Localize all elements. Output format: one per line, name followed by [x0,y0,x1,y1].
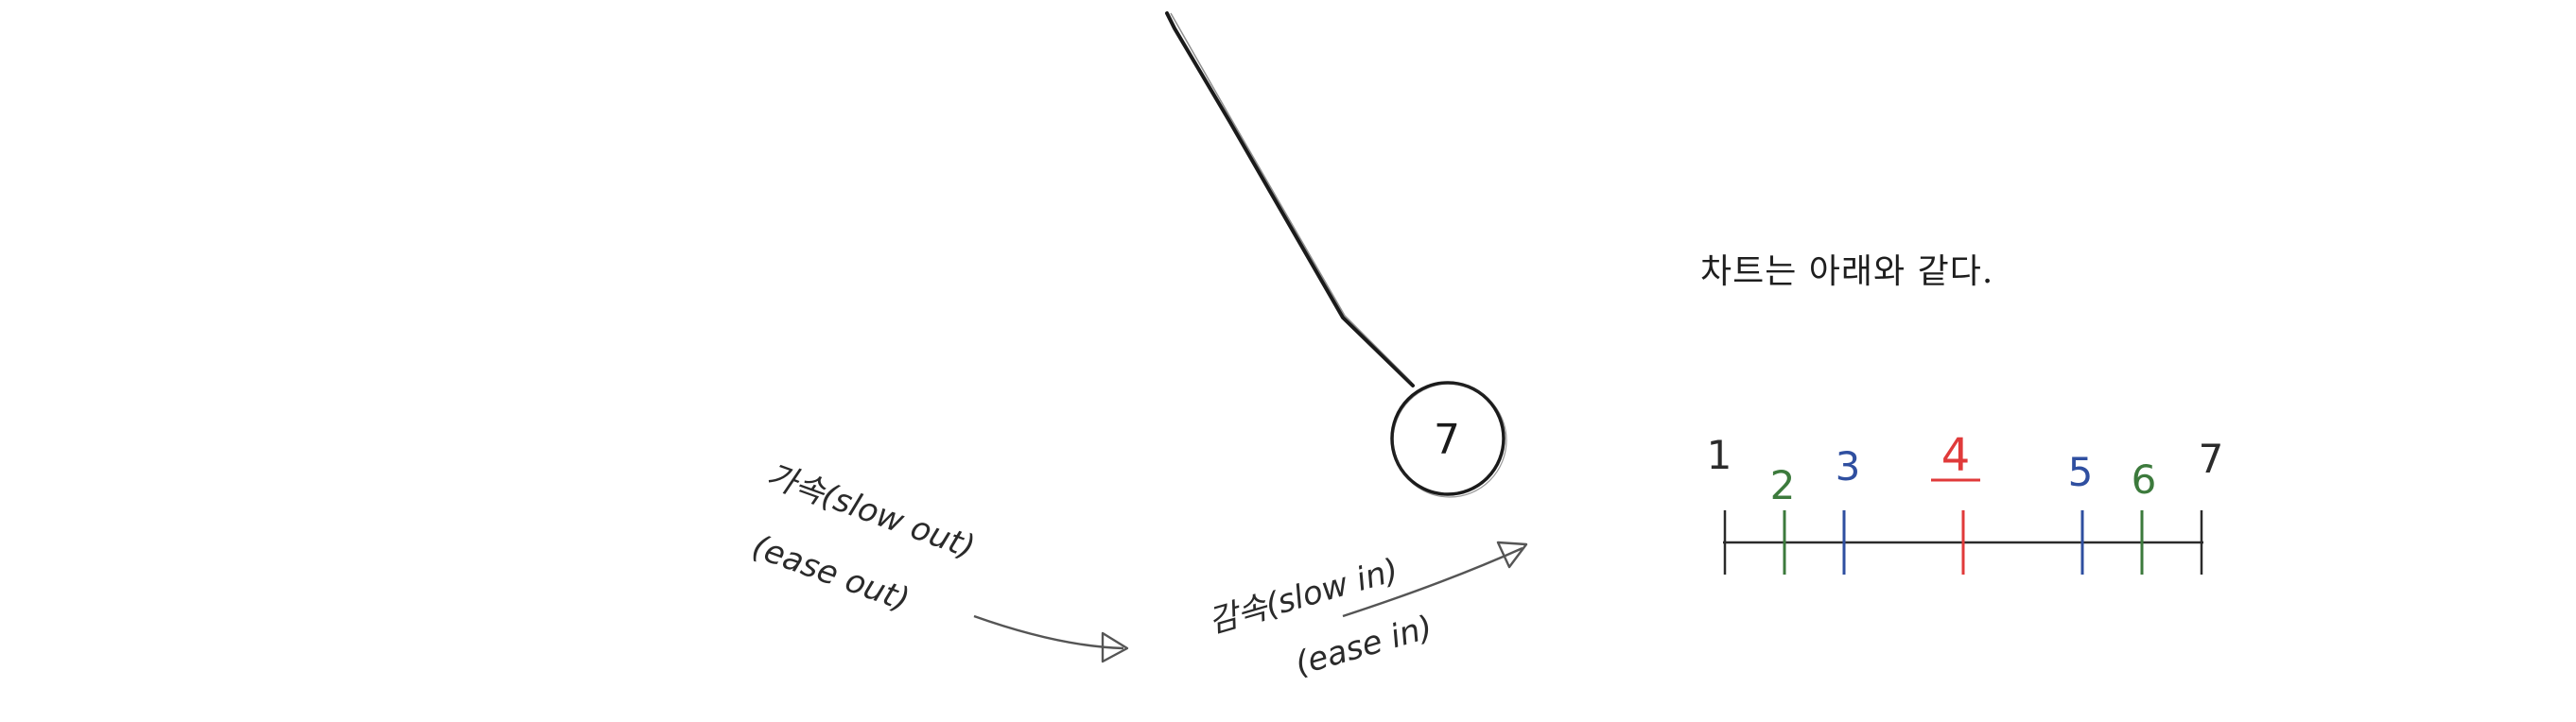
timing-label-7: 7 [2199,436,2224,482]
timing-label-6: 6 [2132,456,2157,503]
pendulum-ball-shadow [1392,383,1507,498]
ease-out-arrowhead [1101,631,1129,663]
pendulum-string [1165,11,1415,387]
timing-label-5: 5 [2068,449,2094,495]
pendulum-ball-label: 7 [1434,416,1460,464]
ease-in-arrowhead [1496,541,1528,569]
timing-label-3: 3 [1836,443,1861,490]
pendulum-string-shadow [1170,12,1412,383]
ease-in-line2: (ease in) [1291,609,1436,683]
timing-label-1: 1 [1707,432,1732,478]
ease-out-arrow [973,614,1124,650]
ease-out-label: 가속(slow out) (ease out) [747,456,980,619]
caption: 차트는 아래와 같다. [1700,252,1994,291]
timing-label-4: 4 [1941,429,1971,482]
ease-out-line2: (ease out) [747,527,914,619]
pendulum-ball [1390,381,1506,496]
timing-label-2: 2 [1770,462,1796,508]
ease-in-label: 감속(slow in) (ease in) [1204,551,1436,683]
